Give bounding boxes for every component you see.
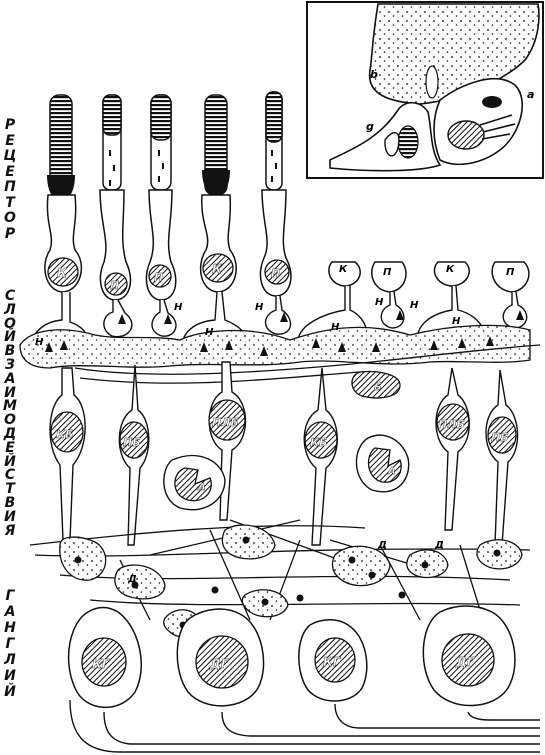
label-ganglion-diffuse: ДГ	[455, 655, 476, 669]
cone-outer-segment	[202, 94, 230, 197]
label-dendrite: Д	[434, 540, 444, 551]
inset-label-a: a	[527, 88, 534, 101]
rod-outer-segment	[102, 94, 122, 191]
label-ganglion-small: КГ	[323, 655, 342, 669]
label-bipolar-cone: КБ	[310, 436, 327, 449]
label-rod: П	[383, 267, 392, 278]
amacrine-cells: А А	[163, 434, 410, 511]
label-rod: П	[506, 267, 515, 278]
horizontal-cell-band	[19, 324, 531, 369]
bipolar-cell-b: Б	[351, 370, 401, 399]
label-dendrite: Д	[127, 574, 137, 585]
synapse-inset: b a g	[306, 1, 544, 179]
label-horizontal: Н	[331, 322, 340, 333]
label-ganglion-diffuse: ДГ	[209, 657, 230, 671]
label-bipolar-mixed: ПЛБ	[438, 418, 465, 431]
synaptic-ribbons	[45, 310, 524, 356]
bipolar-nuclei	[50, 399, 517, 459]
label-horizontal: Н	[35, 337, 44, 348]
receptor-nuclei	[47, 253, 290, 296]
optic-nerve-fibres	[69, 699, 540, 753]
label-rod: П	[271, 267, 280, 280]
ganglion-nuclei	[81, 633, 495, 689]
label-bipolar-rod: ПБ	[491, 431, 509, 444]
rod-outer-segment	[150, 94, 172, 191]
label-bipolar-rod: ПБ	[123, 436, 141, 449]
dendrite-labels: Д Д Д	[127, 540, 444, 585]
label-amacrine: А	[387, 466, 396, 477]
label-horizontal: Н	[205, 327, 214, 338]
outer-segments	[47, 91, 283, 202]
cone-outer-segment	[47, 94, 75, 202]
label-bipolar-cone: КБ	[56, 428, 73, 441]
label-cone: К	[212, 262, 223, 276]
bipolar-cells	[49, 361, 519, 546]
label-horizontal: Н	[452, 316, 461, 327]
inset-label-b: b	[370, 68, 378, 81]
label-horizontal: Н	[174, 302, 183, 313]
label-rod: П	[154, 271, 163, 284]
label-amacrine: А	[197, 482, 206, 493]
bipolar-labels: КБ ПБ ПЛБ КБ ПЛБ ПБ	[56, 416, 509, 449]
inset-label-g: g	[366, 120, 374, 133]
label-cone: К	[339, 264, 348, 275]
receptor-labels: К П П К П К П К П	[57, 262, 515, 292]
label-cone: К	[446, 264, 455, 275]
inner-plexiform-synapses	[74, 536, 501, 629]
label-horizontal: Н	[375, 297, 384, 308]
horizontal-labels: Н Н Н Н Н Н Н Н	[35, 297, 461, 348]
rod-outer-segment	[265, 91, 283, 191]
ganglion-labels: КГ ДГ КГ ДГ	[92, 655, 476, 671]
label-cone: К	[57, 266, 68, 280]
label-rod: П	[110, 279, 119, 292]
label-horizontal: Н	[255, 302, 264, 313]
label-bipolar-mixed: ПЛБ	[212, 416, 239, 429]
label-dendrite: Д	[377, 540, 387, 551]
label-horizontal: Н	[410, 300, 419, 311]
label-ganglion-small: КГ	[92, 657, 111, 671]
label-bipolar-small: Б	[374, 382, 382, 393]
